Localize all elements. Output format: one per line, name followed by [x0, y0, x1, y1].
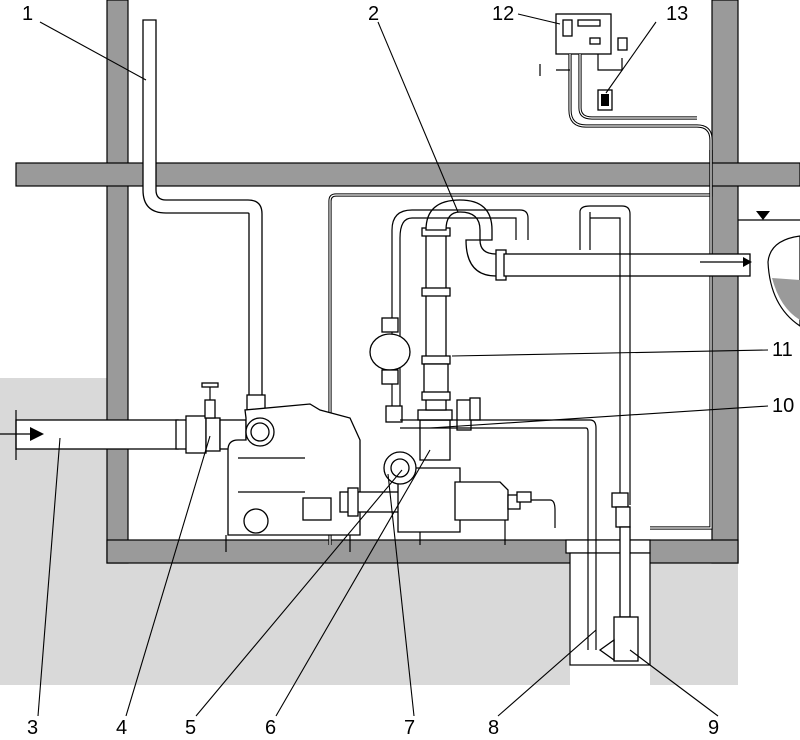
ceiling-beam: [15, 162, 800, 187]
alarm-device: [597, 89, 613, 111]
callout-2: 2: [368, 3, 379, 25]
callout-10: 10: [772, 395, 794, 417]
hand-pump: [369, 209, 529, 423]
vent-pipe: [142, 19, 266, 418]
callout-12: 12: [492, 3, 514, 25]
callout-4: 4: [116, 717, 127, 739]
leader-lines: [37, 13, 769, 717]
inlet-gate-valve: [201, 382, 219, 419]
pressure-pipe: [421, 199, 752, 431]
callout-labels: 1 2 12 13 11 10 3 4 5 6 7 8 9: [22, 3, 794, 739]
collection-tank: [225, 403, 361, 552]
outlet-channel: [738, 211, 800, 327]
callout-6: 6: [265, 717, 276, 739]
callout-1: 1: [22, 3, 33, 25]
callout-8: 8: [488, 717, 499, 739]
control-box: [539, 13, 713, 160]
callout-3: 3: [27, 717, 38, 739]
inlet-pipe: [0, 410, 247, 460]
callout-7: 7: [404, 717, 415, 739]
callout-13: 13: [666, 3, 688, 25]
sump-pump: [400, 205, 639, 662]
callout-5: 5: [185, 717, 196, 739]
callout-9: 9: [708, 717, 719, 739]
pump-unit: [339, 467, 556, 545]
callout-11: 11: [772, 339, 793, 361]
